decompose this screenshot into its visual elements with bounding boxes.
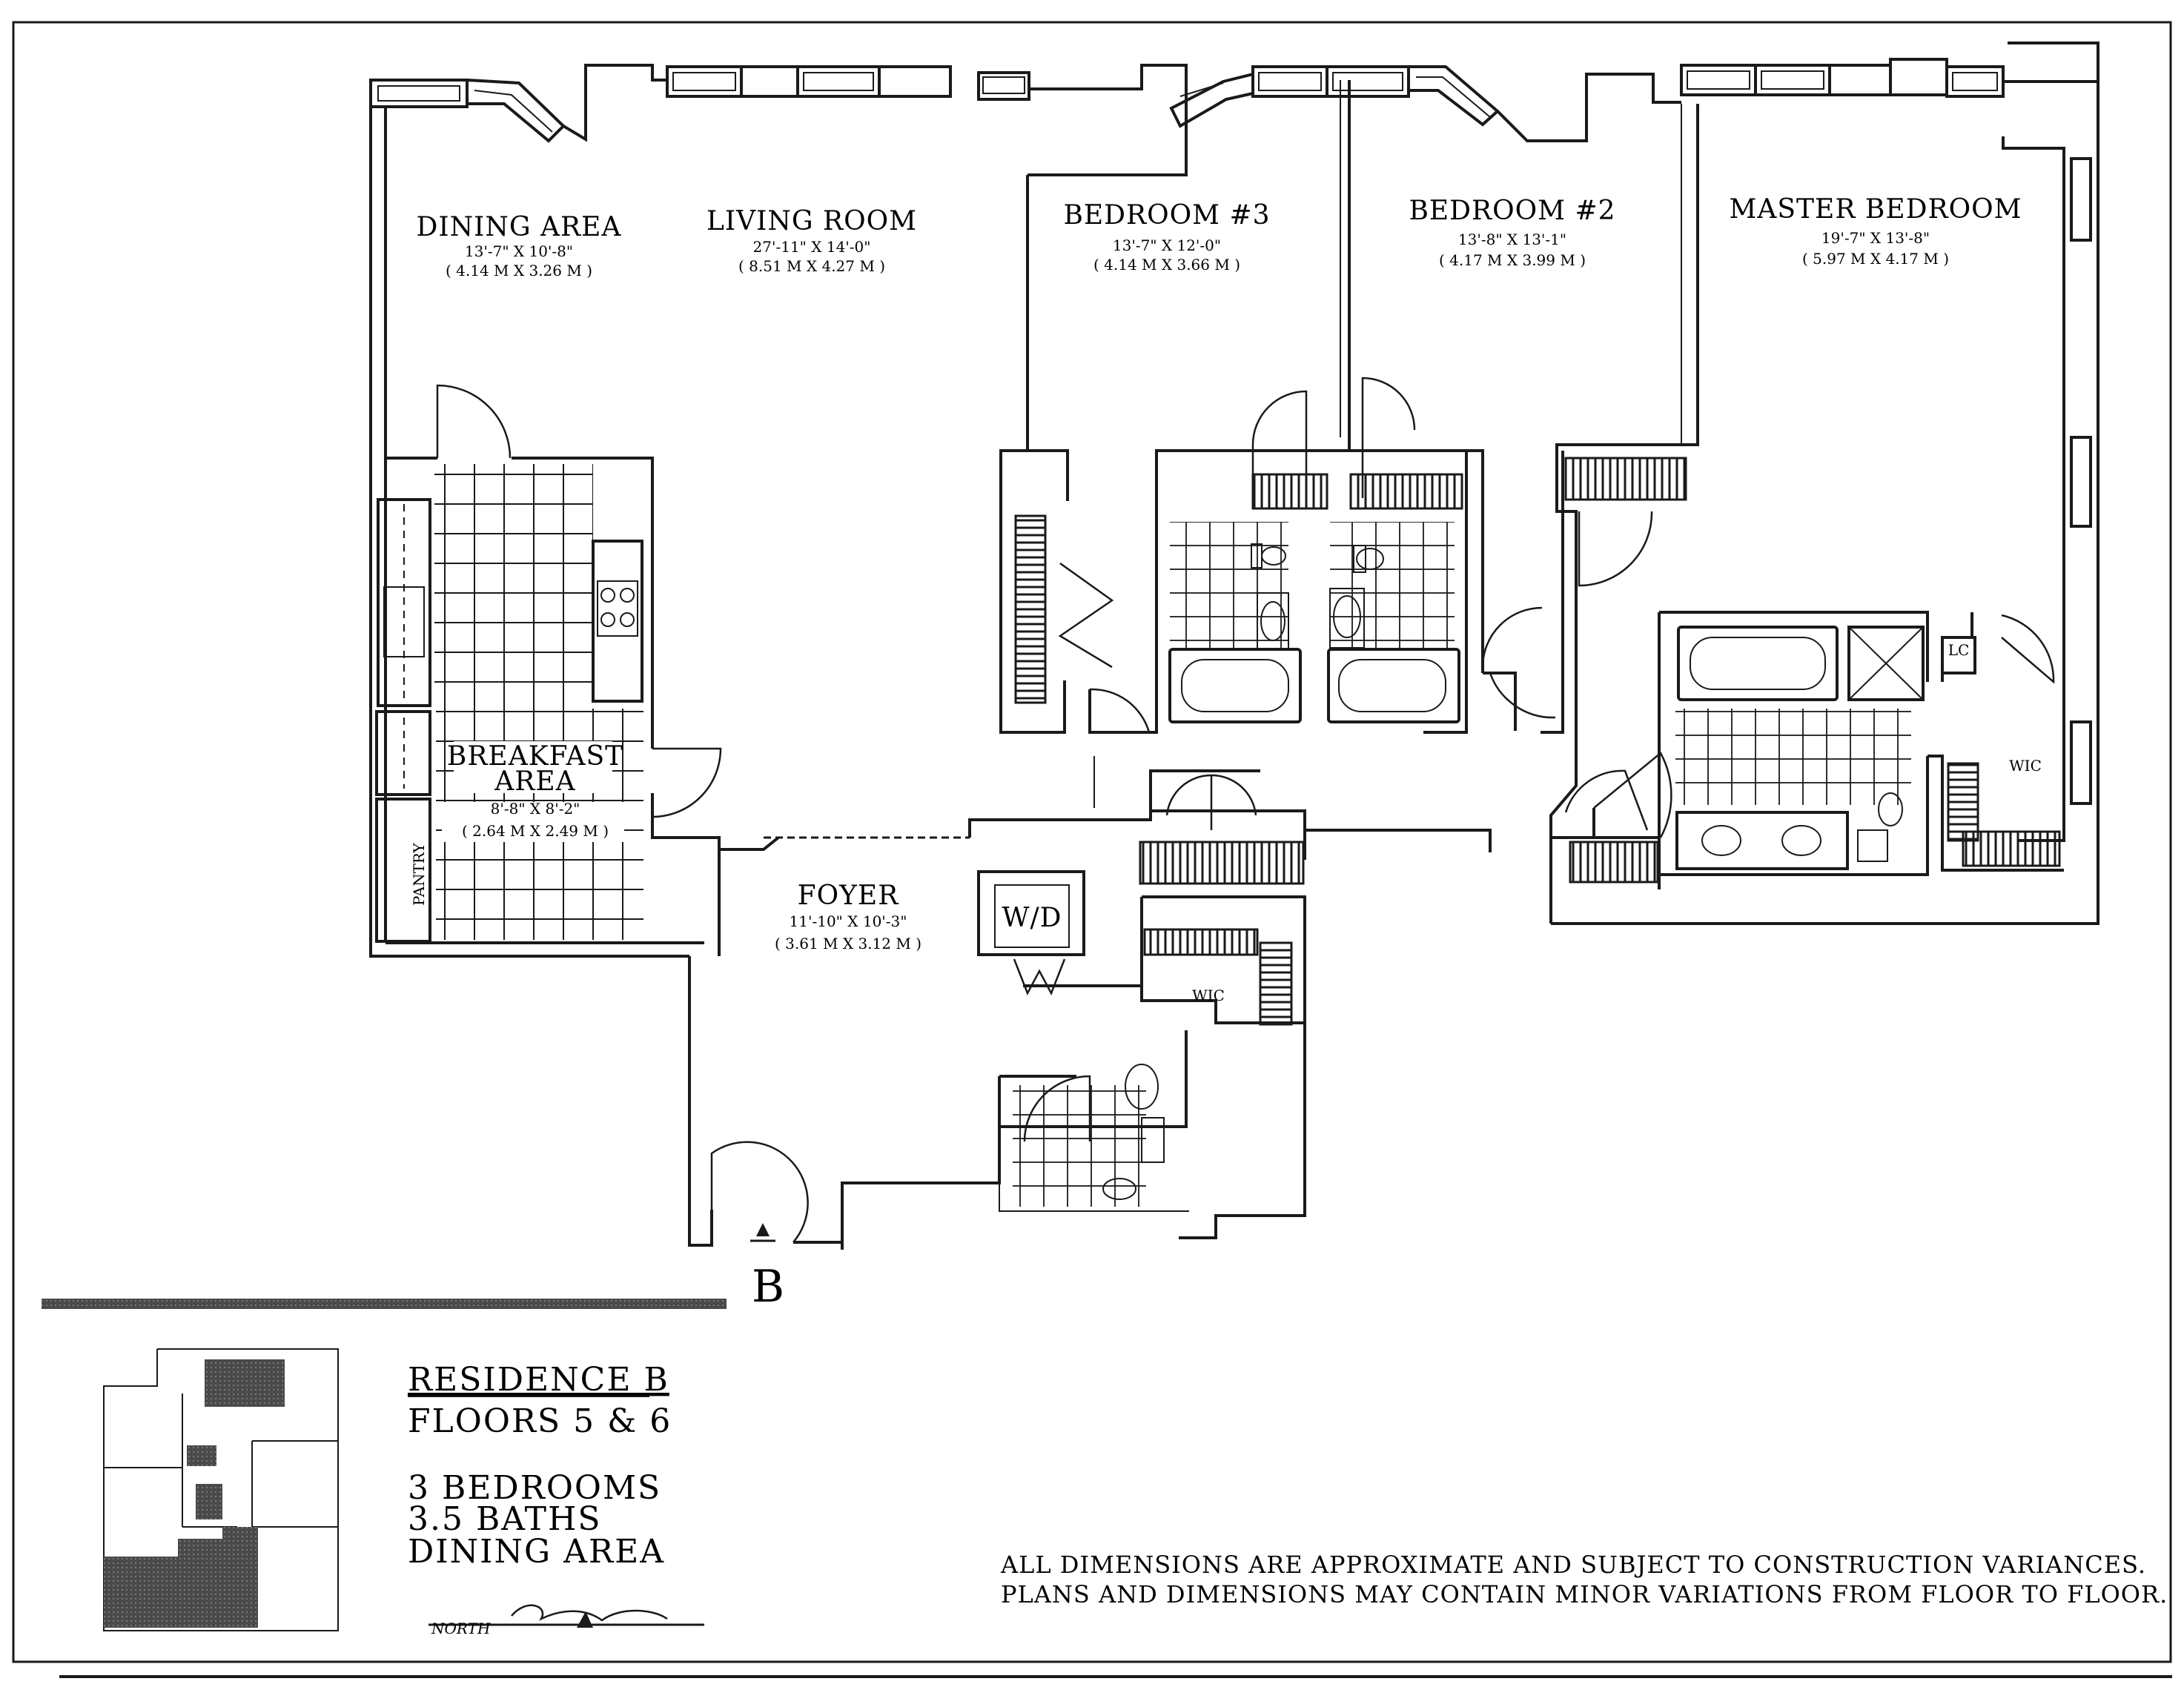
room-label-living: LIVING ROOM 27'-11" X 14'-0" ( 8.51 M X … xyxy=(707,206,917,275)
washer-dryer-label: W/D xyxy=(1002,903,1062,933)
svg-text:FOYER: FOYER xyxy=(798,881,899,911)
svg-text:LIVING ROOM: LIVING ROOM xyxy=(707,206,917,236)
interior-walls xyxy=(385,80,2064,1250)
bedrooms-text: 3 BEDROOMS xyxy=(408,1469,661,1507)
key-plan-rule xyxy=(42,1299,727,1309)
room-label-bedroom-2: BEDROOM #2 13'-8" X 13'-1" ( 4.17 M X 3.… xyxy=(1409,196,1615,269)
title-block: RESIDENCE B FLOORS 5 & 6 3 BEDROOMS 3.5 … xyxy=(408,1361,672,1571)
pantry-label: PANTRY xyxy=(410,843,428,906)
note-line-2: PLANS AND DIMENSIONS MAY CONTAIN MINOR V… xyxy=(1001,1580,2168,1608)
room-label-dining: DINING AREA 13'-7" X 10'-8" ( 4.14 M X 3… xyxy=(417,212,622,279)
svg-text:19'-7" X 13'-8": 19'-7" X 13'-8" xyxy=(1821,229,1930,247)
residence-title: RESIDENCE B xyxy=(408,1361,669,1399)
room-label-master-bedroom: MASTER BEDROOM 19'-7" X 13'-8" ( 5.97 M … xyxy=(1730,194,2022,268)
doors xyxy=(436,377,2055,1243)
closets xyxy=(1014,457,2061,1026)
svg-text:MASTER BEDROOM: MASTER BEDROOM xyxy=(1730,194,2022,225)
svg-text:( 2.64 M X 2.49 M ): ( 2.64 M X 2.49 M ) xyxy=(462,822,609,840)
svg-text:BEDROOM #2: BEDROOM #2 xyxy=(1409,196,1615,226)
linen-closet-label: LC xyxy=(1948,641,1970,659)
wic-master-label: WIC xyxy=(2009,757,2042,775)
bath-fixtures xyxy=(1102,543,1976,1200)
dining-text: DINING AREA xyxy=(408,1533,665,1571)
svg-text:27'-11" X 14'-0": 27'-11" X 14'-0" xyxy=(753,238,871,256)
room-label-foyer: FOYER 11'-10" X 10'-3" ( 3.61 M X 3.12 M… xyxy=(775,881,921,952)
svg-text:BEDROOM #3: BEDROOM #3 xyxy=(1063,200,1270,231)
room-label-breakfast: BREAKFAST AREA 8'-8" X 8'-2" ( 2.64 M X … xyxy=(442,741,624,842)
tiled-floors xyxy=(434,464,1911,1207)
floors-text: FLOORS 5 & 6 xyxy=(408,1402,672,1440)
svg-text:( 3.61 M X 3.12 M ): ( 3.61 M X 3.12 M ) xyxy=(775,935,921,952)
svg-text:BREAKFAST: BREAKFAST xyxy=(447,741,623,772)
svg-text:13'-7" X 10'-8": 13'-7" X 10'-8" xyxy=(465,242,573,260)
north-label: NORTH xyxy=(431,1620,491,1637)
svg-text:( 8.51 M X 4.27 M ): ( 8.51 M X 4.27 M ) xyxy=(738,257,885,275)
key-plan xyxy=(103,1348,339,1631)
disclaimer-notes: ALL DIMENSIONS ARE APPROXIMATE AND SUBJE… xyxy=(1000,1551,2168,1608)
svg-text:DINING AREA: DINING AREA xyxy=(417,212,622,242)
wic-foyer-label: WIC xyxy=(1192,987,1225,1004)
svg-text:( 4.14 M X 3.66 M ): ( 4.14 M X 3.66 M ) xyxy=(1093,256,1240,274)
exterior-walls xyxy=(369,42,2099,958)
page-border xyxy=(12,21,2172,1663)
kitchen-fixtures xyxy=(375,498,643,943)
note-line-1: ALL DIMENSIONS ARE APPROXIMATE AND SUBJE… xyxy=(1000,1551,2146,1579)
svg-text:13'-7" X 12'-0": 13'-7" X 12'-0" xyxy=(1113,236,1221,254)
svg-text:11'-10" X 10'-3": 11'-10" X 10'-3" xyxy=(790,912,907,930)
baths-text: 3.5 BATHS xyxy=(408,1500,602,1538)
svg-text:AREA: AREA xyxy=(494,766,575,797)
svg-text:( 4.14 M X 3.26 M ): ( 4.14 M X 3.26 M ) xyxy=(446,262,592,279)
north-arrow-icon: NORTH xyxy=(428,1604,704,1637)
room-label-bedroom-3: BEDROOM #3 13'-7" X 12'-0" ( 4.14 M X 3.… xyxy=(1063,200,1270,274)
svg-text:( 5.97 M X 4.17 M ): ( 5.97 M X 4.17 M ) xyxy=(1802,250,1949,268)
entry-marker-label: B xyxy=(752,1261,784,1313)
svg-text:13'-8" X 13'-1": 13'-8" X 13'-1" xyxy=(1458,231,1566,248)
entry-arrow-icon xyxy=(756,1223,770,1236)
svg-text:( 4.17 M X 3.99 M ): ( 4.17 M X 3.99 M ) xyxy=(1439,251,1586,269)
svg-text:8'-8" X 8'-2": 8'-8" X 8'-2" xyxy=(491,800,580,818)
